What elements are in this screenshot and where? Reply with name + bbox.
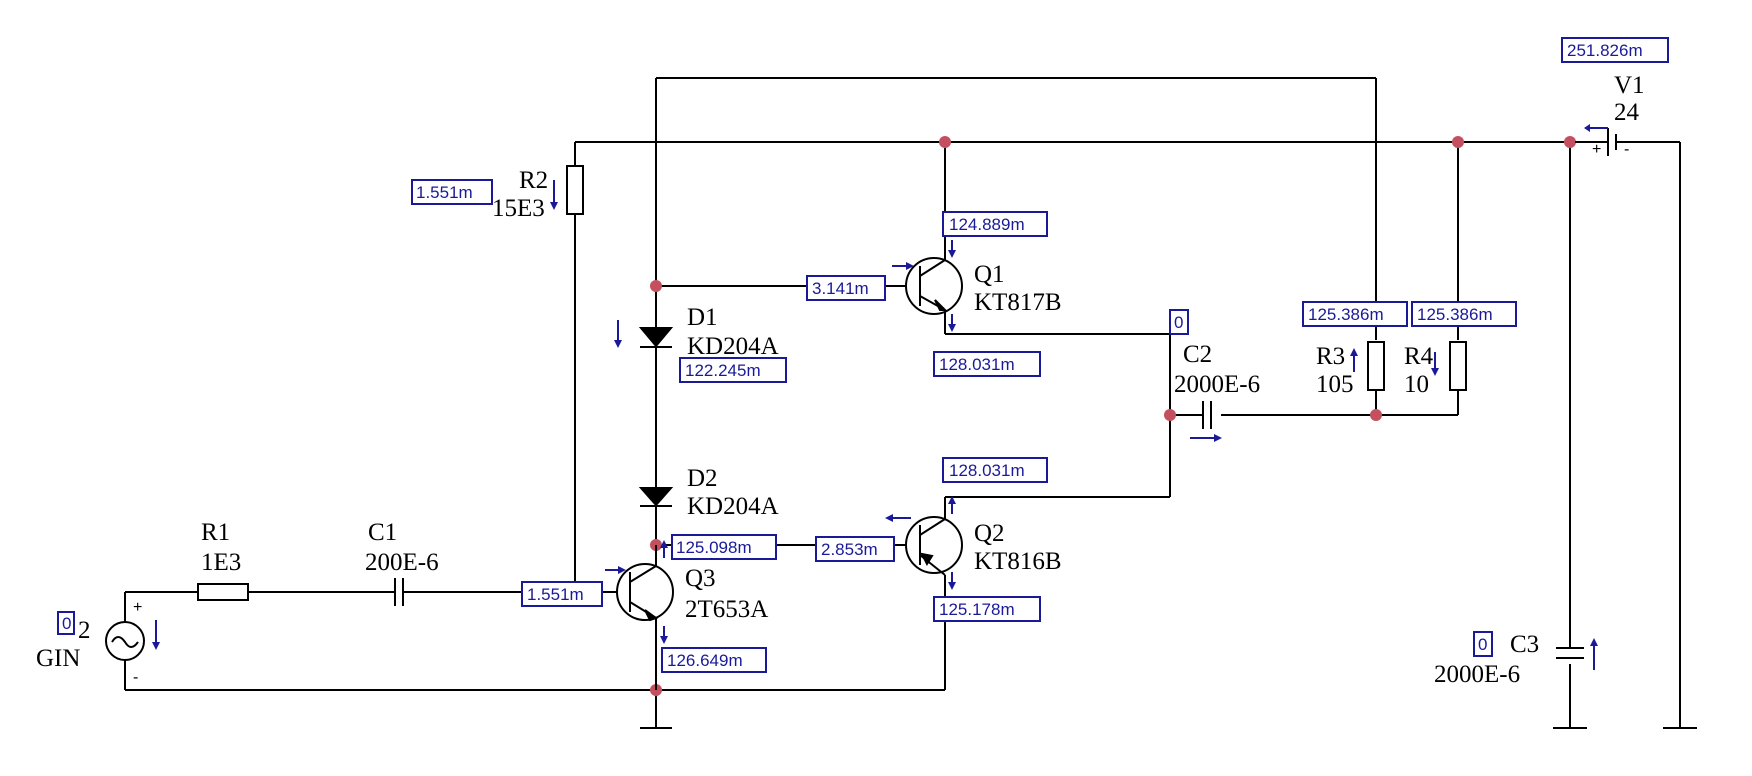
meter-c3-current: 0	[1473, 631, 1598, 670]
svg-text:128.031m: 128.031m	[939, 355, 1015, 374]
c3-name: C3	[1510, 631, 1539, 658]
svg-text:0: 0	[62, 614, 71, 633]
meter-r2-current: 1.551m	[411, 179, 558, 210]
diode-d2[interactable]: D2 KD204A	[638, 465, 779, 520]
node-dot	[1164, 409, 1176, 421]
q2-value: KT816B	[974, 548, 1062, 575]
gen-value: GIN	[36, 645, 80, 672]
svg-text:1.551m: 1.551m	[527, 585, 584, 604]
r3-value: 105	[1316, 371, 1354, 398]
gen-name: 2	[78, 617, 91, 644]
diode-d1[interactable]: D1 KD204A	[638, 304, 779, 360]
sine-icon	[111, 636, 139, 648]
junction-nodes	[650, 136, 1576, 696]
ac-generator[interactable]: + - 2 GIN	[36, 599, 145, 686]
plus-sign: +	[1592, 141, 1601, 158]
transistor-q3[interactable]: Q3 2T653A	[616, 545, 768, 690]
meter-c2-voltage: 0	[1169, 309, 1222, 442]
resistor-r1[interactable]: R1 1E3	[197, 519, 249, 601]
q1-value: KT817B	[974, 289, 1062, 316]
svg-text:125.178m: 125.178m	[939, 600, 1015, 619]
svg-text:3.141m: 3.141m	[812, 279, 869, 298]
transistor-q1[interactable]: Q1 KT817B	[905, 257, 1062, 316]
node-dot	[1452, 136, 1464, 148]
svg-text:125.386m: 125.386m	[1308, 305, 1384, 324]
d1-value: KD204A	[687, 333, 779, 360]
r2-value: 15E3	[492, 195, 545, 222]
svg-text:125.386m: 125.386m	[1417, 305, 1493, 324]
meter-r3-current: 125.386m	[1302, 301, 1408, 372]
plus-sign: +	[133, 599, 142, 616]
svg-text:0: 0	[1478, 635, 1487, 654]
c1-value: 200E-6	[365, 549, 439, 576]
wires	[124, 77, 1697, 729]
d2-value: KD204A	[687, 493, 779, 520]
r1-name: R1	[201, 519, 230, 546]
r2-name: R2	[519, 167, 548, 194]
q3-value: 2T653A	[685, 596, 768, 623]
resistor-r2[interactable]: R2 15E3	[492, 165, 584, 222]
q1-name: Q1	[974, 261, 1005, 288]
transistor-q2[interactable]: Q2 KT816B	[905, 516, 1062, 576]
svg-text:126.649m: 126.649m	[667, 651, 743, 670]
meter-q1-emitter: 128.031m	[933, 314, 1041, 377]
c1-name: C1	[368, 519, 397, 546]
r4-name: R4	[1404, 343, 1434, 370]
capacitor-c1[interactable]: C1 200E-6	[365, 519, 439, 606]
q3-name: Q3	[685, 565, 716, 592]
meter-q2-collector: 128.031m	[942, 457, 1048, 514]
meter-q2-base: 2.853m	[815, 514, 911, 562]
d1-name: D1	[687, 304, 718, 331]
c3-value: 2000E-6	[1434, 661, 1520, 688]
svg-text:2.853m: 2.853m	[821, 540, 878, 559]
node-dot	[1564, 136, 1576, 148]
minus-sign: -	[1624, 141, 1629, 158]
capacitor-c3[interactable]: C3 2000E-6	[1434, 631, 1584, 688]
c2-value: 2000E-6	[1174, 371, 1260, 398]
svg-text:128.031m: 128.031m	[949, 461, 1025, 480]
capacitor-c2[interactable]: C2 2000E-6	[1174, 341, 1260, 429]
meter-q1-collector: 124.889m	[942, 211, 1048, 258]
resistor-r3[interactable]: R3 105	[1316, 341, 1385, 398]
node-dot	[1370, 409, 1382, 421]
meter-gen-current: 0	[57, 611, 160, 650]
resistor-r4[interactable]: R4 10	[1404, 341, 1467, 398]
svg-text:0: 0	[1174, 313, 1183, 332]
minus-sign: -	[133, 669, 138, 686]
node-dot	[650, 280, 662, 292]
r4-value: 10	[1404, 371, 1429, 398]
meter-v1-current: 251.826m	[1561, 37, 1669, 132]
meter-d1-current: 122.245m	[614, 320, 787, 383]
meter-q3-emitter: 126.649m	[660, 626, 767, 673]
meter-q3-base: 1.551m	[521, 566, 626, 607]
meter-q2-emitter: 125.178m	[933, 572, 1041, 622]
svg-text:125.098m: 125.098m	[676, 538, 752, 557]
battery-v1[interactable]: + - V1 24	[1575, 72, 1645, 158]
meter-q1-base: 3.141m	[806, 262, 914, 301]
svg-text:1.551m: 1.551m	[416, 183, 473, 202]
v1-value: 24	[1614, 99, 1640, 126]
r3-name: R3	[1316, 343, 1345, 370]
v1-name: V1	[1614, 72, 1645, 99]
meter-q3-collector: 125.098m	[660, 534, 777, 560]
meter-readouts: 251.826m 1.551m 124.889m 3.141m 128.031m	[57, 37, 1669, 673]
r1-value: 1E3	[201, 549, 241, 576]
meter-r4-current: 125.386m	[1411, 301, 1517, 376]
svg-text:124.889m: 124.889m	[949, 215, 1025, 234]
c2-name: C2	[1183, 341, 1212, 368]
node-dot	[939, 136, 951, 148]
d2-name: D2	[687, 465, 718, 492]
q2-name: Q2	[974, 520, 1005, 547]
svg-text:251.826m: 251.826m	[1567, 41, 1643, 60]
svg-text:122.245m: 122.245m	[685, 361, 761, 380]
